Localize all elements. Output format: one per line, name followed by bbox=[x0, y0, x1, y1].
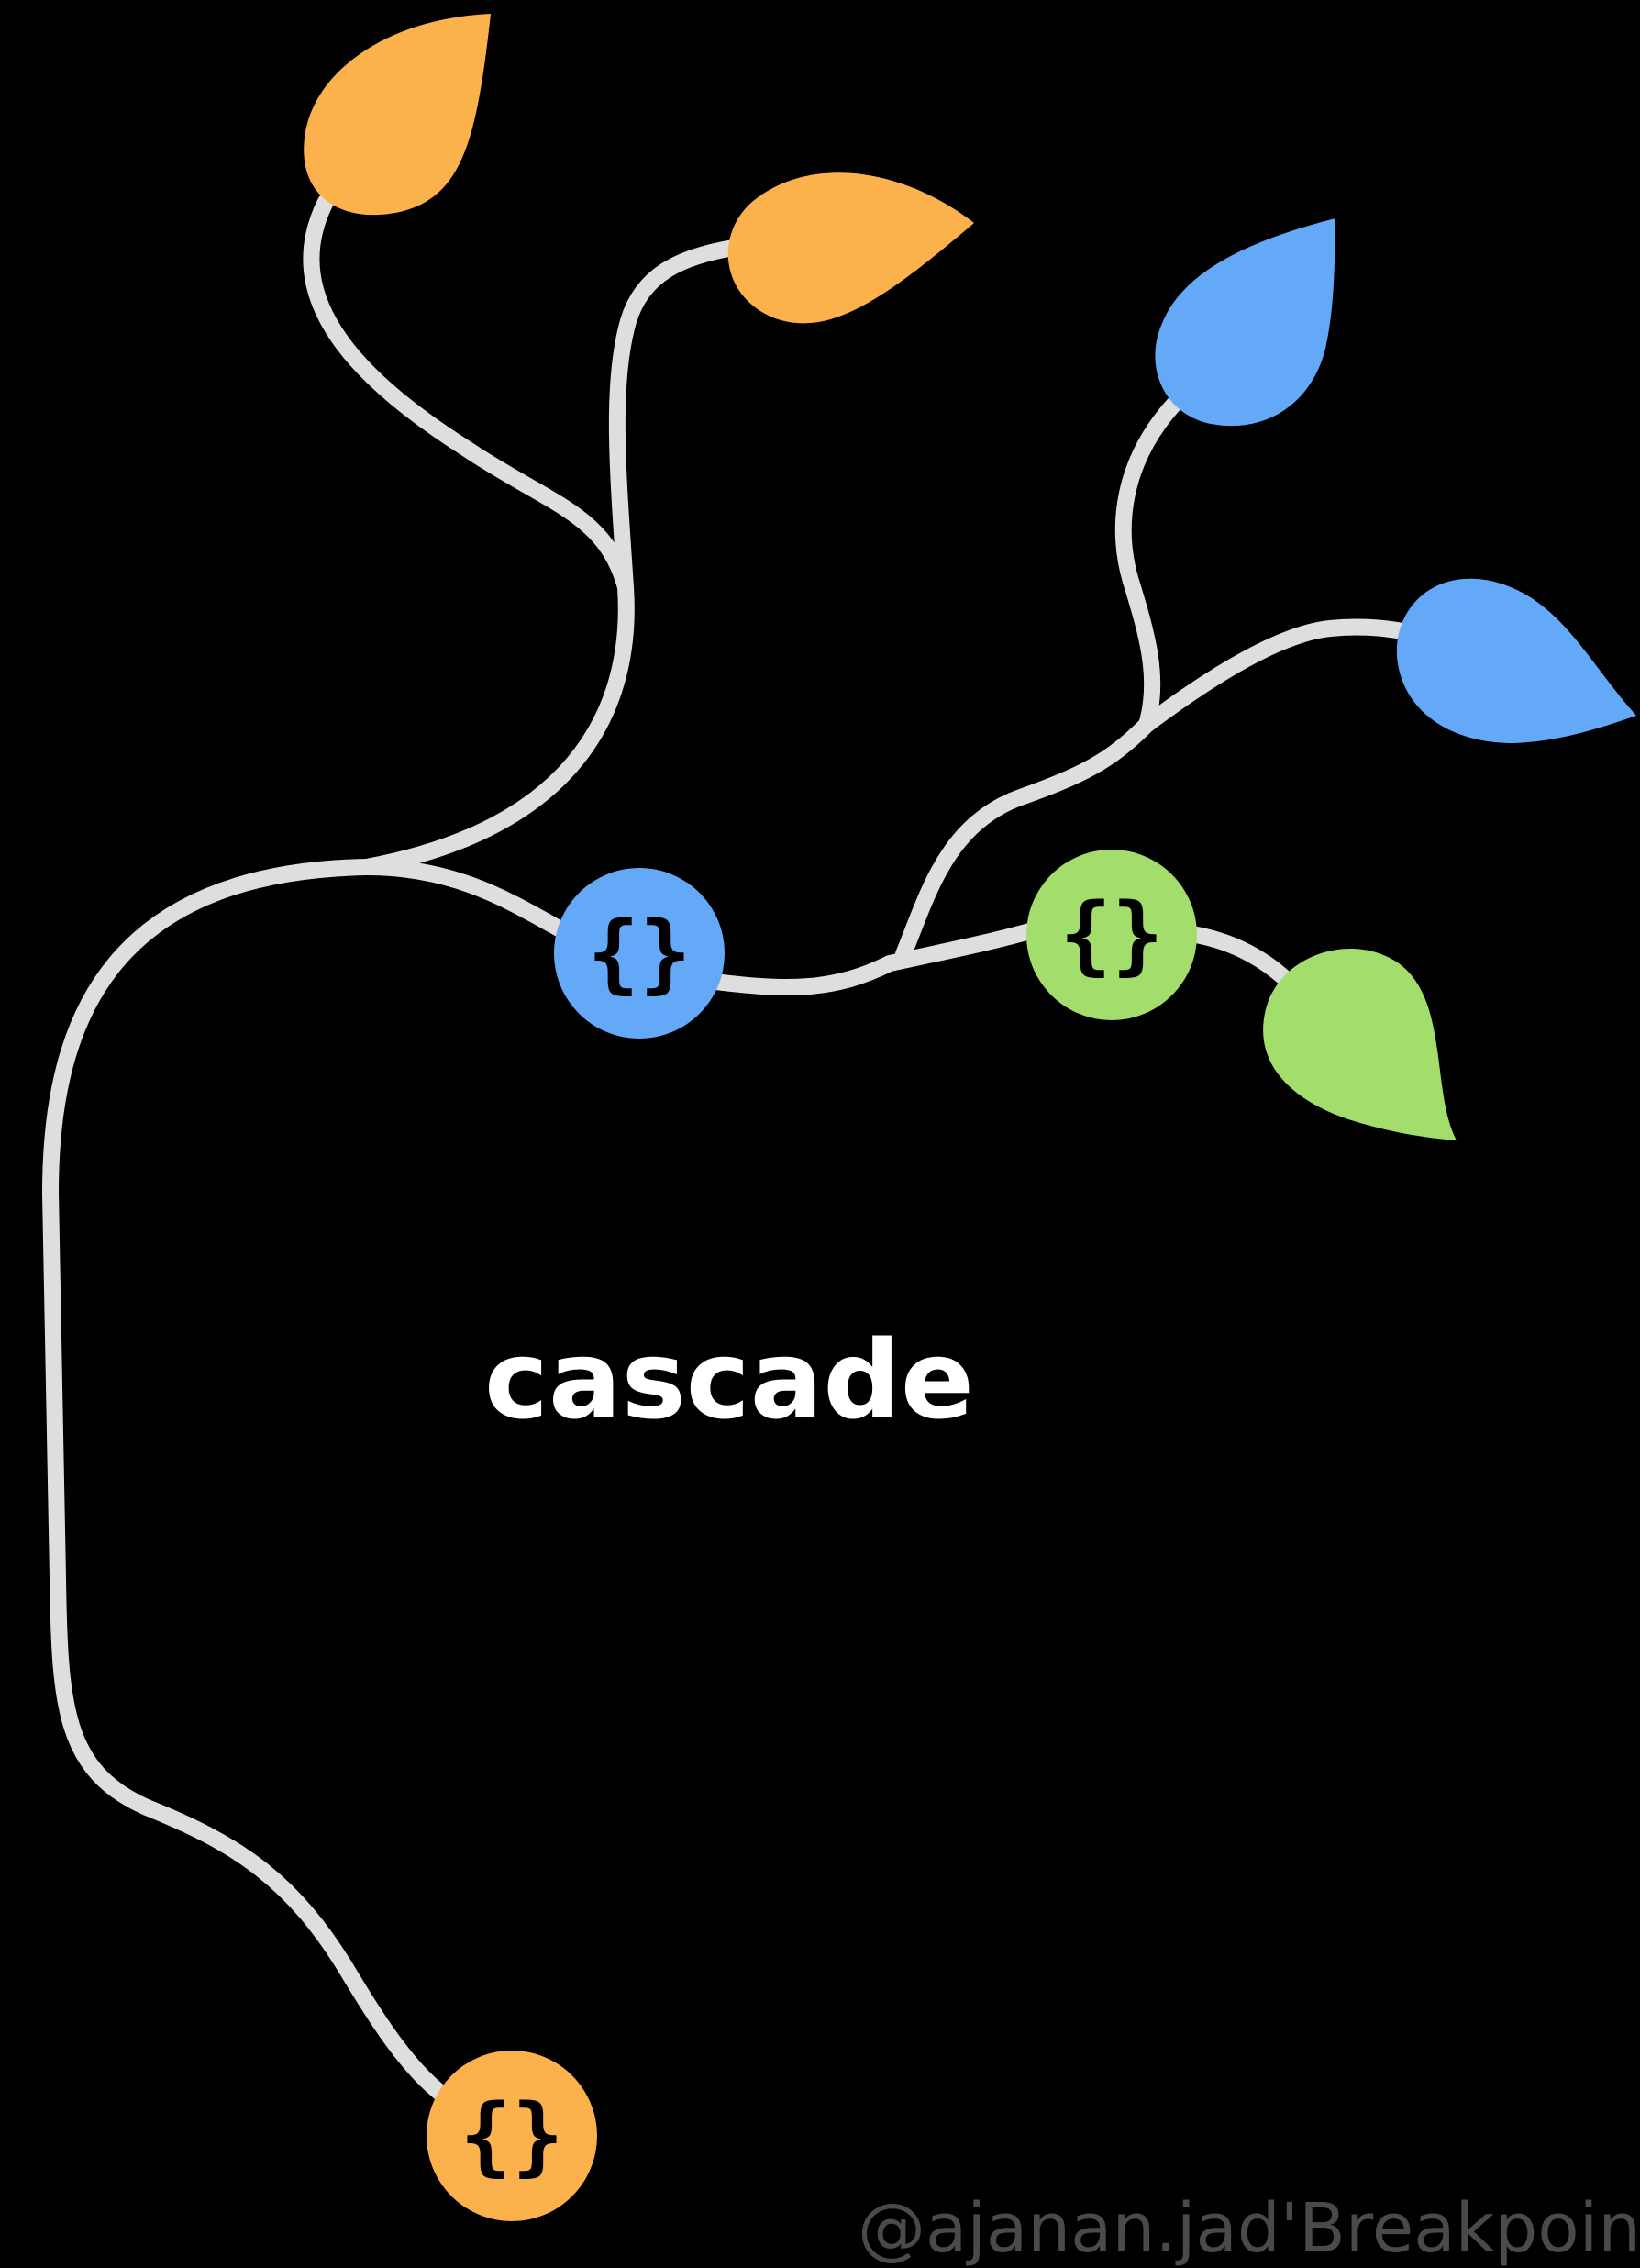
branch-orange-top-stem bbox=[303, 194, 634, 595]
leaf-blue-top bbox=[1155, 218, 1335, 427]
branch-to-blue-node bbox=[359, 859, 577, 942]
leaf-blue-right bbox=[1396, 578, 1636, 743]
node-blue-glyph: {} bbox=[587, 904, 691, 1004]
leaves bbox=[304, 14, 1636, 1140]
node-orange-glyph: {} bbox=[460, 2086, 563, 2186]
node-blue-circle bbox=[554, 868, 725, 1039]
diagram-label: cascade bbox=[484, 1317, 974, 1443]
branch-trunk bbox=[42, 859, 520, 2137]
node-green-circle bbox=[1026, 850, 1197, 1020]
branch-orange-right-stem bbox=[359, 239, 742, 875]
node-green-glyph: {} bbox=[1059, 885, 1163, 985]
node-green: {} bbox=[1026, 850, 1197, 1020]
leaf-orange-top bbox=[304, 14, 491, 216]
leaf-green bbox=[1263, 949, 1457, 1140]
branch-blue-to-green bbox=[707, 918, 1054, 995]
leaf-orange-right bbox=[727, 172, 974, 324]
branches bbox=[42, 194, 1421, 2137]
nodes: {} {} {} bbox=[427, 850, 1197, 2221]
credit-text: @ajanan.jad'Breakpoints bbox=[858, 2189, 1640, 2268]
node-orange-circle bbox=[427, 2051, 597, 2221]
node-orange: {} bbox=[427, 2051, 597, 2221]
node-blue: {} bbox=[554, 868, 725, 1039]
branch-blue-top-stem bbox=[1114, 386, 1191, 733]
